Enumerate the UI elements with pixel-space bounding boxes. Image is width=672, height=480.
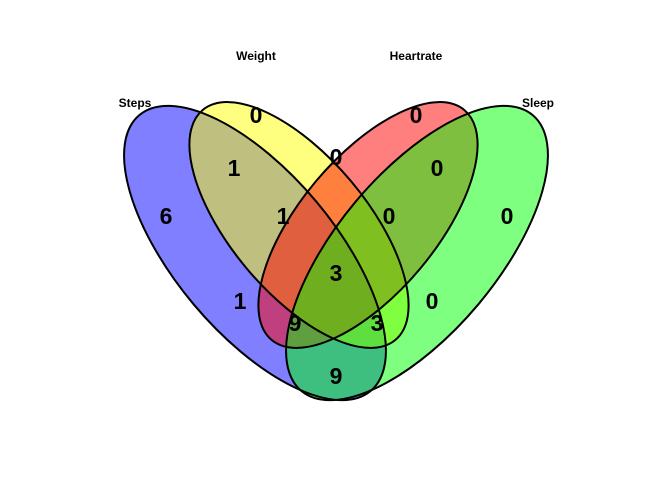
count-weight-sleep: 0 bbox=[426, 288, 439, 314]
count-steps-weight-heartrate: 1 bbox=[277, 203, 290, 229]
set-fills bbox=[124, 102, 548, 401]
count-weight-heartrate: 0 bbox=[330, 144, 343, 170]
weight-outline bbox=[188, 101, 410, 349]
count-steps-only: 6 bbox=[160, 203, 173, 229]
label-weight: Weight bbox=[236, 49, 276, 63]
count-heartrate-only: 0 bbox=[410, 102, 423, 128]
count-steps-heartrate: 1 bbox=[234, 288, 247, 314]
label-steps: Steps bbox=[119, 96, 152, 110]
set-outlines bbox=[123, 101, 549, 402]
count-steps-sleep: 9 bbox=[330, 363, 343, 389]
count-steps-weight-sleep: 3 bbox=[371, 310, 384, 336]
count-weight-heartrate-sleep: 0 bbox=[383, 203, 396, 229]
count-sleep-only: 0 bbox=[501, 203, 514, 229]
heartrate-outline bbox=[257, 101, 479, 349]
label-heartrate: Heartrate bbox=[390, 49, 443, 63]
sleep-ellipse bbox=[286, 105, 548, 401]
sleep-outline bbox=[285, 104, 549, 402]
count-heartrate-sleep: 0 bbox=[431, 155, 444, 181]
region-counts: 6 0 0 0 1 0 0 1 0 9 1 0 9 3 3 bbox=[160, 102, 514, 389]
set-labels: Steps Weight Heartrate Sleep bbox=[119, 49, 554, 110]
count-steps-heartrate-sleep: 9 bbox=[289, 310, 302, 336]
label-sleep: Sleep bbox=[522, 96, 554, 110]
count-weight-only: 0 bbox=[250, 102, 263, 128]
count-steps-weight: 1 bbox=[228, 155, 241, 181]
count-all-four: 3 bbox=[330, 260, 343, 286]
